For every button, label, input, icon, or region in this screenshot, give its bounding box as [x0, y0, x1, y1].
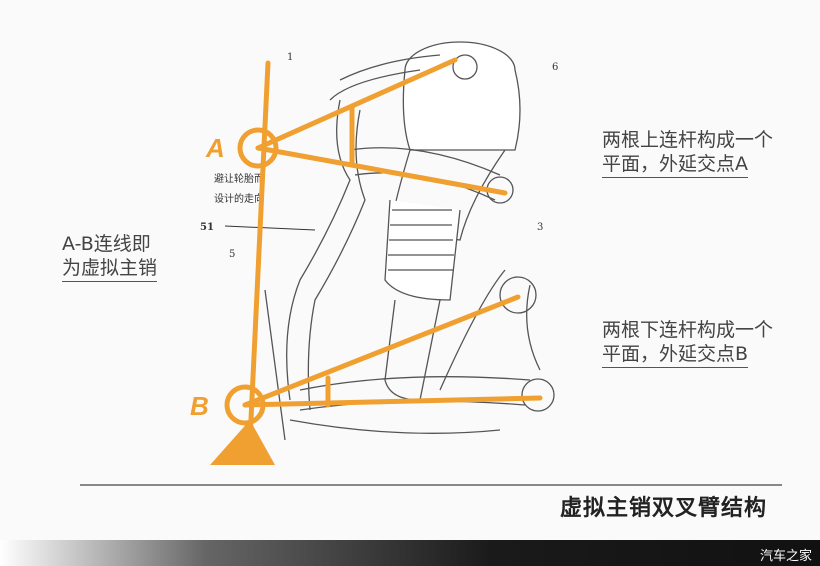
- upper-right-note: 两根上连杆构成一个 平面，外延交点A: [602, 128, 773, 178]
- point-a-label: A: [205, 133, 225, 163]
- upper-right-note-line-2: 平面，外延交点A: [602, 152, 748, 178]
- annotation-line-1: 避让轮胎而: [214, 172, 264, 185]
- watermark-logo: 汽车之家: [759, 549, 812, 564]
- upper-right-note-line-1: 两根上连杆构成一个: [602, 129, 774, 151]
- part-label-51: 51: [200, 222, 214, 233]
- part-label-5: 5: [229, 249, 235, 260]
- footer-bar: [0, 540, 820, 566]
- diagram-title: 虚拟主销双叉臂结构: [560, 496, 768, 521]
- left-note: A-B连线即 为虚拟主销: [62, 232, 158, 282]
- ground-triangle: [210, 420, 275, 465]
- title-divider: [80, 484, 782, 486]
- left-note-line-2: 为虚拟主销: [62, 256, 158, 282]
- lower-right-note: 两根下连杆构成一个 平面，外延交点B: [602, 318, 773, 368]
- suspension-drawing: [264, 41, 555, 441]
- kingpin-overlay: [224, 57, 543, 443]
- lower-right-note-line-1: 两根下连杆构成一个: [602, 319, 774, 341]
- point-b-label: B: [190, 391, 209, 421]
- lower-right-note-line-2: 平面，外延交点B: [602, 342, 749, 368]
- annotation-line-2: 设计的走向: [214, 192, 264, 205]
- part-label-1: 1: [287, 52, 293, 63]
- part-label-6: 6: [552, 62, 558, 73]
- part-label-3: 3: [537, 222, 543, 233]
- left-note-line-1: A-B连线即: [62, 233, 151, 255]
